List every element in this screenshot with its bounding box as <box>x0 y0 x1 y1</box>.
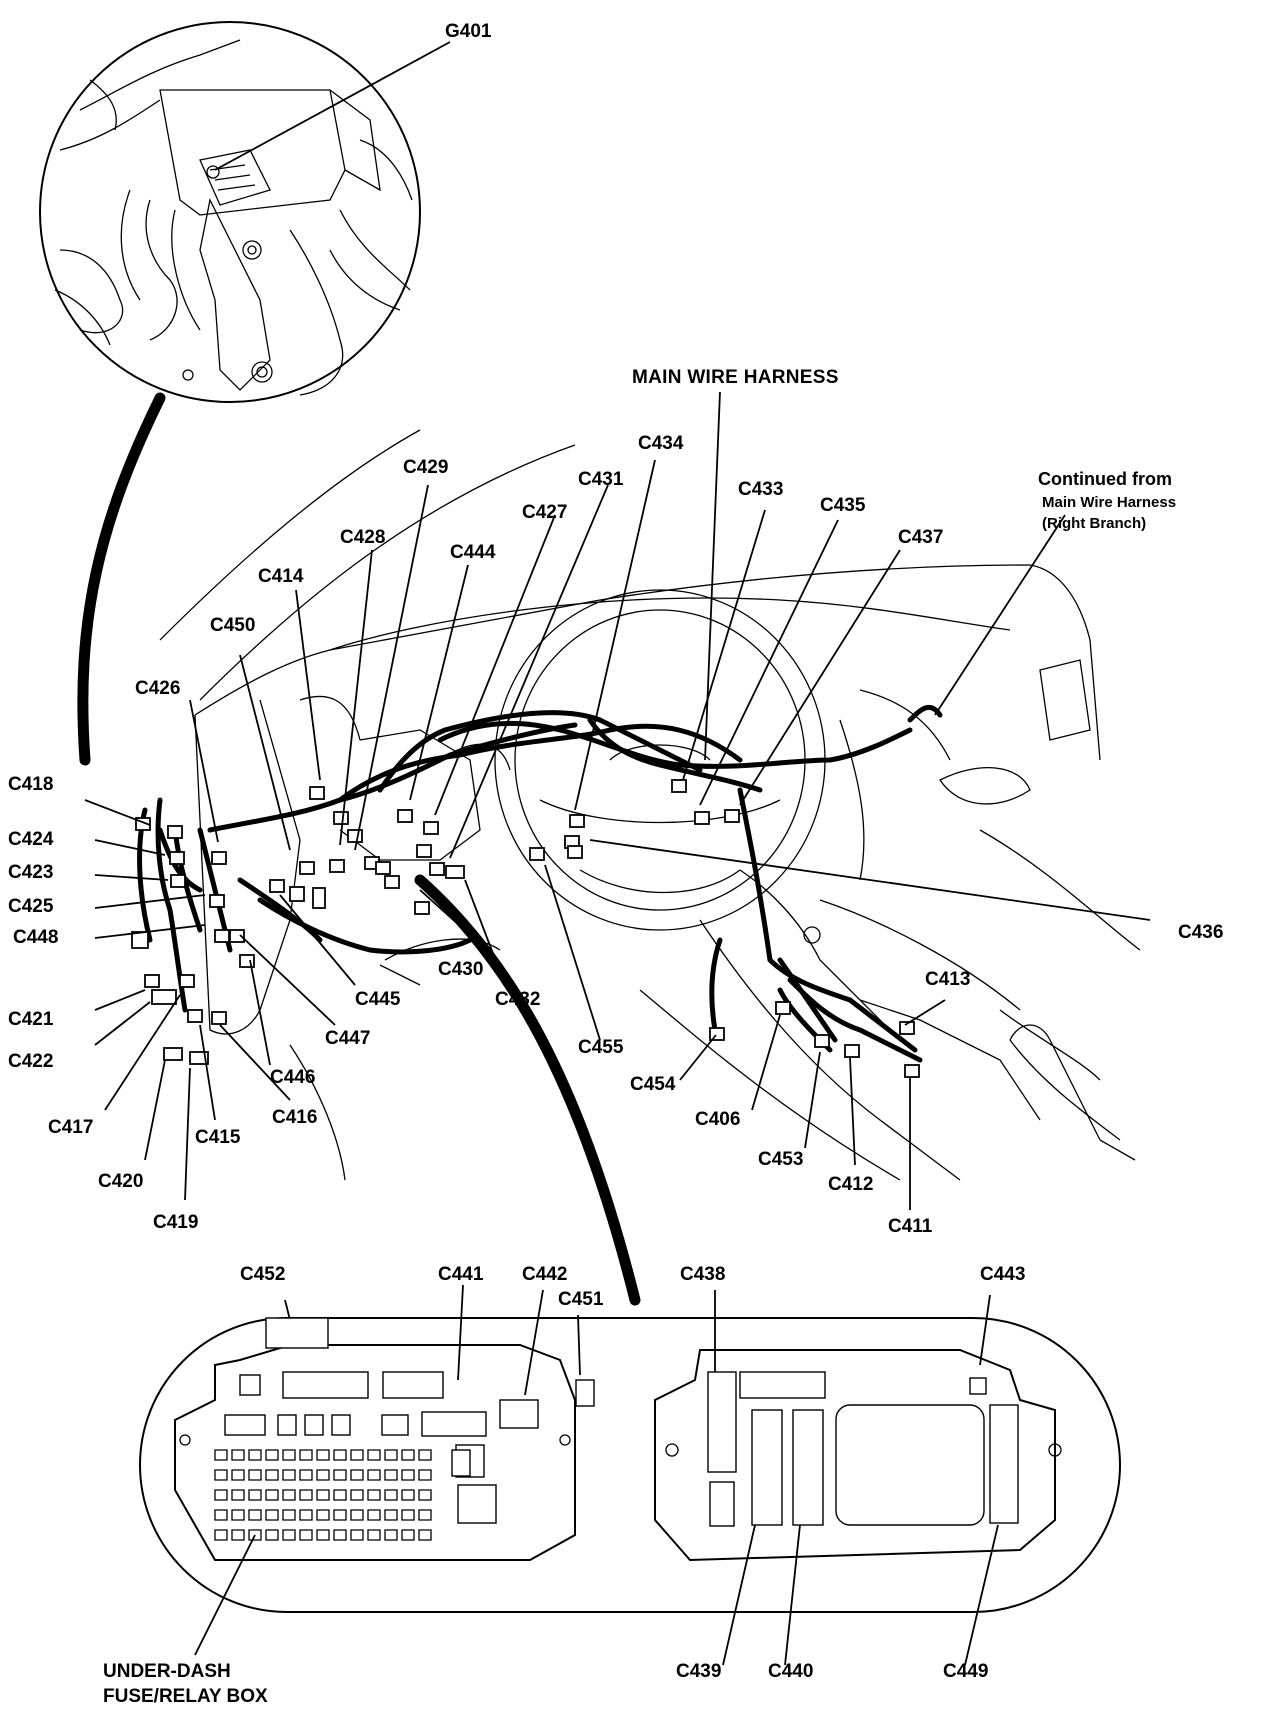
label-c438: C438 <box>680 1264 726 1285</box>
label-c406: C406 <box>695 1109 741 1130</box>
label-c418: C418 <box>8 774 54 795</box>
label-c432: C432 <box>495 989 541 1010</box>
label-c416: C416 <box>272 1107 318 1128</box>
label-c412: C412 <box>828 1174 874 1195</box>
label-c440: C440 <box>768 1661 814 1682</box>
main-wire-harness <box>137 704 943 1063</box>
label-c422: C422 <box>8 1051 54 1072</box>
fuse-grid <box>214 1449 432 1541</box>
label-c447: C447 <box>325 1028 371 1049</box>
label-main-wire-harness: MAIN WIRE HARNESS <box>632 367 839 388</box>
label-c426: C426 <box>135 678 181 699</box>
detail-cable-left <box>77 392 166 766</box>
label-c427: C427 <box>522 502 568 523</box>
label-c448: C448 <box>13 927 59 948</box>
label-c450: C450 <box>210 615 256 636</box>
label-c455: C455 <box>578 1037 624 1058</box>
label-c425: C425 <box>8 896 54 917</box>
label-c413: C413 <box>925 969 971 990</box>
label-c449: C449 <box>943 1661 989 1682</box>
label-c419: C419 <box>153 1212 199 1233</box>
label-c436: C436 <box>1178 922 1224 943</box>
label-c424: C424 <box>8 829 54 850</box>
g401-detail-circle <box>39 21 421 403</box>
label-g401: G401 <box>445 21 492 42</box>
detail-cable-right <box>414 874 641 1306</box>
label-c437: C437 <box>898 527 944 548</box>
label-fuse-box-line2: FUSE/RELAY BOX <box>103 1686 268 1707</box>
label-c442: C442 <box>522 1264 568 1285</box>
label-c444: C444 <box>450 542 496 563</box>
label-c421: C421 <box>8 1009 54 1030</box>
label-fuse-box-line1: UNDER-DASH <box>103 1661 231 1682</box>
label-c420: C420 <box>98 1171 144 1192</box>
label-c435: C435 <box>820 495 866 516</box>
label-c443: C443 <box>980 1264 1026 1285</box>
connectors <box>131 779 920 1078</box>
label-c439: C439 <box>676 1661 722 1682</box>
label-c430: C430 <box>438 959 484 980</box>
fuse-relay-box <box>139 1317 1121 1613</box>
label-c433: C433 <box>738 479 784 500</box>
label-c431: C431 <box>578 469 624 490</box>
label-c415: C415 <box>195 1127 241 1148</box>
label-continued-from: Continued from <box>1038 469 1172 489</box>
label-c423: C423 <box>8 862 54 883</box>
label-continued-line3: (Right Branch) <box>1042 515 1147 532</box>
label-c441: C441 <box>438 1264 484 1285</box>
label-c454: C454 <box>630 1074 676 1095</box>
label-c429: C429 <box>403 457 449 478</box>
label-c446: C446 <box>270 1067 316 1088</box>
label-c434: C434 <box>638 433 684 454</box>
label-c445: C445 <box>355 989 401 1010</box>
label-c453: C453 <box>758 1149 804 1170</box>
pointer-lines <box>84 41 1151 1666</box>
label-c414: C414 <box>258 566 304 587</box>
label-c411: C411 <box>888 1216 933 1237</box>
label-c451: C451 <box>558 1289 604 1310</box>
label-c428: C428 <box>340 527 386 548</box>
label-c452: C452 <box>240 1264 286 1285</box>
label-continued-line2: Main Wire Harness <box>1042 494 1177 511</box>
label-c417: C417 <box>48 1117 94 1138</box>
